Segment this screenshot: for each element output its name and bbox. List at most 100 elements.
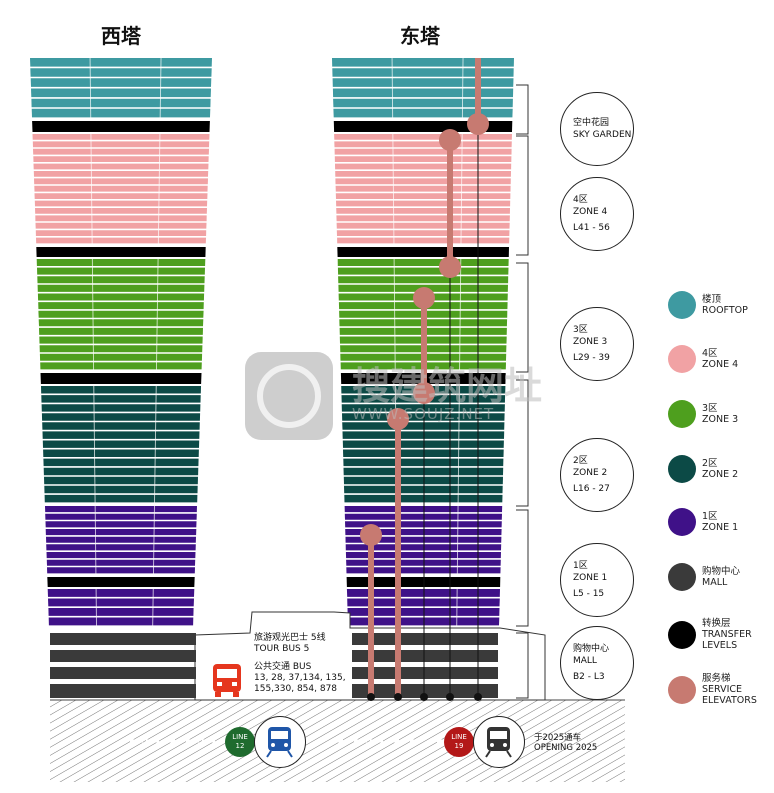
west-tower-title: 西塔 bbox=[101, 24, 141, 48]
zone-cn: 空中花园 bbox=[573, 118, 610, 128]
metro-12-circle bbox=[254, 716, 306, 768]
east-tower-floor bbox=[344, 513, 502, 520]
east-tower-floor bbox=[345, 529, 502, 536]
west-tower-floor bbox=[41, 386, 201, 394]
west-tower-floor bbox=[39, 353, 203, 361]
watermark-logo-ring bbox=[257, 364, 321, 428]
east-tower-title: 东塔 bbox=[400, 24, 440, 48]
west-tower-mullion bbox=[154, 385, 157, 505]
watermark-text: 搜建筑网址 WWW.SOUJZ.NET bbox=[352, 364, 543, 423]
east-tower-floor bbox=[346, 589, 500, 597]
east-tower-floor bbox=[337, 247, 509, 257]
east-tower-floor bbox=[335, 185, 511, 192]
west-tower-floor bbox=[30, 78, 212, 87]
west-tower-floor bbox=[31, 88, 211, 98]
elevator-stop bbox=[360, 524, 382, 546]
west-tower-floor bbox=[36, 259, 206, 266]
east-mall-floor bbox=[352, 633, 498, 645]
east-tower-floor bbox=[336, 230, 510, 236]
elevator-stop bbox=[387, 408, 409, 430]
elevator-stop bbox=[413, 382, 435, 404]
west-tower-floor bbox=[35, 208, 207, 214]
zone-en: MALL bbox=[573, 656, 597, 666]
legend-swatch bbox=[668, 563, 696, 591]
west-tower-floor bbox=[39, 336, 203, 344]
west-tower-floor bbox=[35, 222, 207, 229]
east-tower-floor bbox=[335, 178, 511, 185]
west-tower-mullion bbox=[93, 385, 96, 505]
west-tower-floor bbox=[43, 458, 199, 467]
zone-brackets bbox=[516, 84, 529, 699]
east-tower-floor bbox=[346, 567, 501, 574]
west-tower-floor bbox=[45, 521, 197, 528]
west-tower-floor bbox=[47, 577, 195, 587]
elevator-stop bbox=[439, 256, 461, 278]
east-tower-floor bbox=[346, 559, 501, 566]
west-tower-floor bbox=[46, 559, 196, 566]
west-tower-floor bbox=[48, 617, 194, 626]
west-tower-mullion bbox=[152, 505, 155, 576]
east-mall-floor bbox=[352, 667, 498, 679]
zone-en: ZONE 1 bbox=[573, 573, 608, 583]
zone-bracket bbox=[516, 135, 529, 256]
elevator-base bbox=[394, 693, 402, 701]
opening-2025-label: 于2025通车 OPENING 2025 bbox=[534, 733, 598, 753]
west-mall-floor bbox=[50, 633, 196, 645]
east-tower-floor bbox=[345, 552, 501, 559]
east-tower-floor bbox=[334, 134, 512, 140]
zone-bracket bbox=[516, 379, 529, 507]
watermark-logo bbox=[245, 352, 333, 440]
west-tower-floor bbox=[39, 345, 203, 353]
east-tower-floor bbox=[337, 259, 509, 266]
west-tower-floor bbox=[45, 513, 197, 520]
east-tower-floor bbox=[332, 88, 514, 98]
east-tower-floor bbox=[335, 163, 512, 170]
train-icon bbox=[485, 727, 512, 758]
west-tower-floor bbox=[42, 431, 200, 439]
west-tower-floor bbox=[41, 395, 201, 403]
west-tower-floor bbox=[30, 68, 212, 77]
east-tower bbox=[332, 57, 514, 628]
west-tower-floor bbox=[36, 247, 206, 257]
west-tower-floor bbox=[44, 485, 198, 494]
west-tower-floor bbox=[33, 171, 209, 177]
west-tower-floor bbox=[37, 267, 205, 275]
east-tower-floor bbox=[341, 404, 505, 412]
zone-en: ZONE 2 bbox=[573, 468, 608, 478]
east-tower-mullion bbox=[461, 57, 464, 120]
west-tower-mullion bbox=[152, 588, 154, 628]
east-tower-floor bbox=[343, 458, 504, 467]
west-tower-floor bbox=[37, 276, 205, 284]
east-tower-floor bbox=[346, 577, 501, 587]
west-tower-floor bbox=[48, 598, 194, 607]
east-tower-floor bbox=[344, 494, 503, 503]
zone-cn: 2区 bbox=[573, 456, 588, 466]
west-tower-floor bbox=[47, 589, 195, 597]
legend-swatch bbox=[668, 400, 696, 428]
bus-icon bbox=[212, 663, 242, 699]
zone-cn: 购物中心 bbox=[573, 644, 610, 654]
west-tower-mullion bbox=[157, 133, 161, 246]
east-tower-floor bbox=[333, 108, 513, 118]
zone-levels: L29 - 39 bbox=[573, 353, 610, 363]
west-tower-floor bbox=[38, 310, 204, 318]
west-tower-floor bbox=[43, 449, 199, 457]
east-tower-floor bbox=[342, 440, 504, 448]
zone-bracket bbox=[516, 84, 529, 135]
west-tower-floor bbox=[32, 141, 210, 148]
tour-bus-label: 旅游观光巴士 5线 TOUR BUS 5 bbox=[254, 633, 326, 654]
legend-swatch bbox=[668, 620, 696, 649]
west-tower-floor bbox=[45, 529, 197, 536]
east-tower-mullion bbox=[456, 505, 459, 576]
